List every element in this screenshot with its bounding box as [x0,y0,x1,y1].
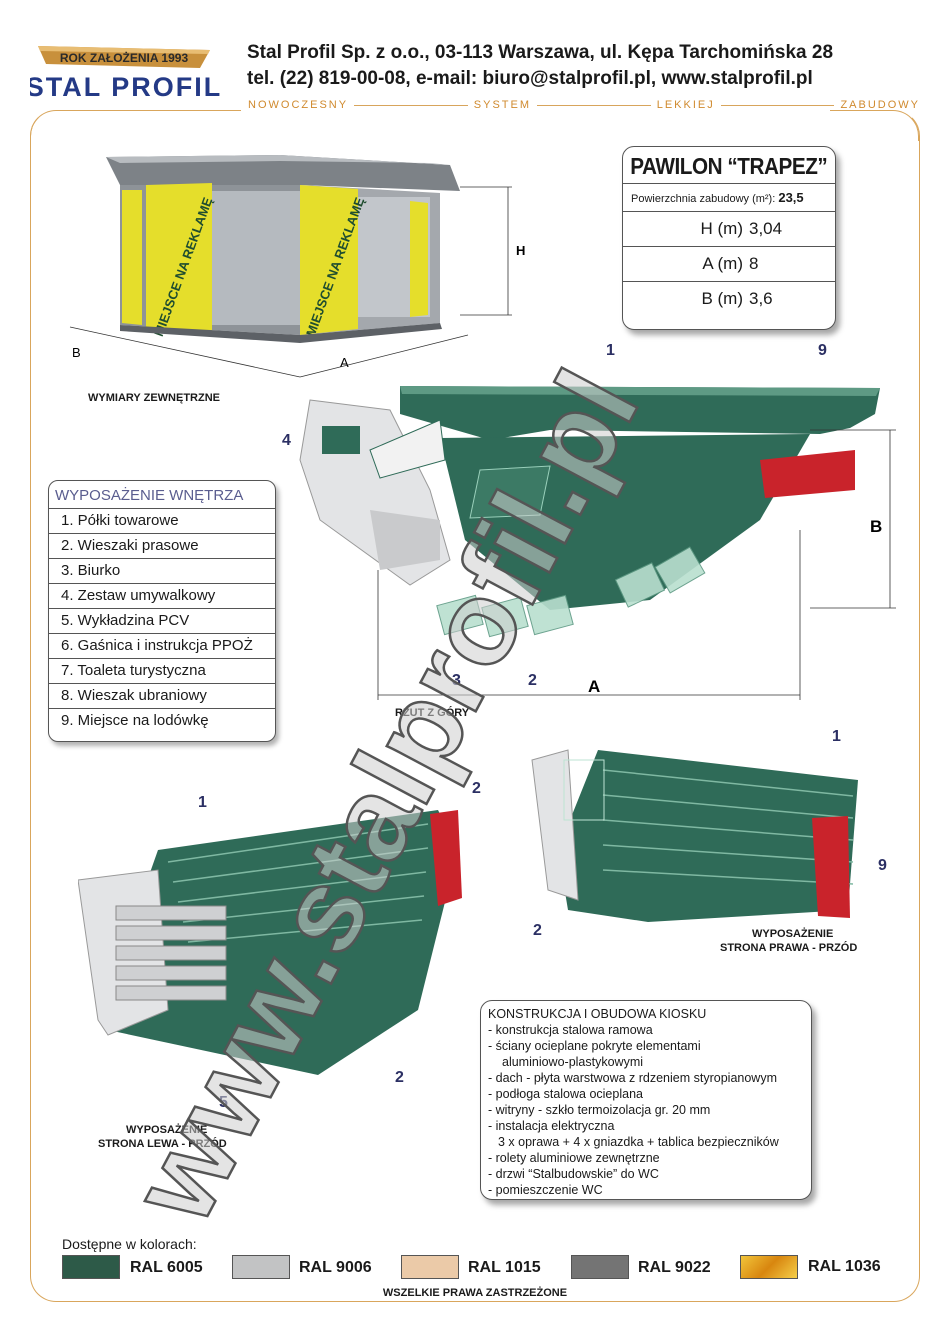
equipment-heading: WYPOSAŻENIE WNĘTRZA [55,487,244,504]
construction-heading: KONSTRUKCJA I OBUDOWA KIOSKU [488,1007,707,1021]
construction-line: - konstrukcja stalowa ramowa [488,1023,653,1037]
frame-corner [30,110,241,141]
construction-line: - rolety aluminiowe zewnętrzne [488,1151,660,1165]
company-address: Stal Profil Sp. z o.o., 03-113 Warszawa,… [247,42,834,63]
equipment-item: 1. Półki towarowe [49,508,275,533]
color-swatch-ral-9022 [571,1255,629,1279]
spec-row-b: B (m) 3,6 [623,281,835,316]
equipment-item: 3. Biurko [49,558,275,583]
spec-key: A (m) [702,254,743,273]
equipment-item: 2. Wieszaki prasowe [49,533,275,558]
tagline-word: LEKKIEJ [656,99,715,111]
marker-1: 1 [198,794,207,811]
area-row: Powierzchnia zabudowy (m²): 23,5 [623,183,835,211]
color-label: RAL 9006 [299,1259,372,1276]
spec-key: B (m) [701,289,743,308]
right-front-caption-line2: STRONA PRAWA - PRZÓD [720,942,858,954]
construction-line: - instalacja elektryczna [488,1119,615,1133]
marker-5: 5 [219,1094,228,1111]
color-swatch-ral-1015 [401,1255,459,1279]
kiosk-exterior-illustration: MIEJSCE NA REKLAMĘ MIEJSCE NA REKLAMĘ H … [69,155,525,378]
marker-9: 9 [878,857,887,874]
left-front-caption-line1: WYPOSAŻENIE [126,1124,208,1136]
spec-value: 3,04 [749,219,783,238]
construction-line: - pomieszczenie WC [488,1183,603,1197]
equipment-item: 7. Toaleta turystyczna [49,658,275,683]
area-value: 23,5 [778,190,804,205]
marker-2: 2 [472,780,481,797]
company-logo: ROK ZAŁOŻENIA 1993 STAL PROFIL [26,40,220,106]
spec-value: 3,6 [749,289,773,308]
marker-3: 3 [452,672,461,689]
construction-box: KONSTRUKCJA I OBUDOWA KIOSKU - konstrukc… [480,1000,812,1200]
marker-2: 2 [395,1069,404,1086]
equipment-item: 9. Miejsce na lodówkę [49,708,275,733]
page-frame [30,110,920,1302]
equipment-item: 6. Gaśnica i instrukcja PPOŻ [49,633,275,658]
construction-line: - drzwi “Stalbudowskie” do WC [488,1167,659,1181]
area-label: Powierzchnia zabudowy (m²): [631,193,776,205]
color-label: RAL 1036 [808,1258,881,1275]
spec-value: 8 [749,254,759,273]
left-front-view-illustration [78,810,462,1075]
tagline-word: NOWOCZESNY [248,99,349,111]
top-view-b-label: B [870,517,882,536]
left-front-caption-line2: STRONA LEWA - PRZÓD [98,1138,227,1150]
dimension-h-label: H [516,243,525,258]
interior-equipment-list: WYPOSAŻENIE WNĘTRZA 1. Półki towarowe 2.… [48,480,276,742]
color-label: RAL 1015 [468,1259,541,1276]
outer-dimensions-caption: WYMIARY ZEWNĘTRZNE [88,392,220,404]
company-contact: tel. (22) 819-00-08, e-mail: biuro@stalp… [247,68,813,89]
spec-key: H (m) [700,219,743,238]
copyright-notice: WSZELKIE PRAWA ZASTRZEŻONE [382,1287,568,1299]
top-view-illustration: A B [299,386,896,700]
tagline-word: SYSTEM [473,99,531,111]
color-label: RAL 6005 [130,1259,203,1276]
frame-corner [830,110,919,141]
color-swatch-ral-6005 [62,1255,120,1279]
color-swatch-ral-1036 [740,1255,798,1279]
equipment-item: 5. Wykładzina PCV [49,608,275,633]
color-swatch-ral-9006 [232,1255,290,1279]
construction-line: 3 x oprawa + 4 x gniazdka + tablica bezp… [498,1135,779,1149]
marker-1: 1 [606,342,615,359]
logo-name-text: STAL PROFIL [30,72,220,102]
construction-line: - podłoga stalowa ocieplana [488,1087,643,1101]
pavilion-spec-box: PAWILON “TRAPEZ” Powierzchnia zabudowy (… [622,146,836,330]
construction-line: - dach - płyta warstwowa z rdzeniem styr… [488,1071,777,1085]
marker-2: 2 [528,672,537,689]
top-view-caption: RZUT Z GÓRY [395,707,470,719]
construction-line: - witryny - szkło termoizolacja gr. 20 m… [488,1103,711,1117]
right-front-caption-line1: WYPOSAŻENIE [752,928,834,940]
marker-4: 4 [282,432,291,449]
dimension-a-label: A [340,355,349,370]
tagline-word: ZABUDOWY [840,99,920,111]
color-label: RAL 9022 [638,1259,711,1276]
colors-heading: Dostępne w kolorach: [62,1236,197,1252]
spec-row-h: H (m) 3,04 [623,211,835,246]
marker-1: 1 [832,728,841,745]
dimension-b-label: B [72,345,81,360]
construction-line: - ściany ocieplane pokryte elementami [488,1039,701,1053]
right-front-view-illustration [531,749,858,922]
top-view-a-label: A [588,677,600,696]
logo-year-text: ROK ZAŁOŻENIA 1993 [60,50,189,65]
spec-row-a: A (m) 8 [623,246,835,281]
construction-line: aluminiowo-plastykowymi [502,1055,644,1069]
marker-9: 9 [818,342,827,359]
tagline: NOWOCZESNY SYSTEM LEKKIEJ ZABUDOWY [248,99,920,111]
pavilion-title: PAWILON “TRAPEZ” [630,153,828,179]
marker-2: 2 [533,922,542,939]
equipment-item: 4. Zestaw umywalkowy [49,583,275,608]
equipment-item: 8. Wieszak ubraniowy [49,683,275,708]
